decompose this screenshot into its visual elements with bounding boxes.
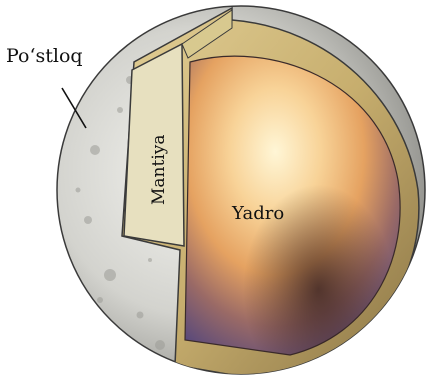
core-label: Yadro xyxy=(231,203,284,224)
mantle-label: Mantiya xyxy=(149,135,169,206)
crust-label: Po‘stloq xyxy=(6,45,83,67)
